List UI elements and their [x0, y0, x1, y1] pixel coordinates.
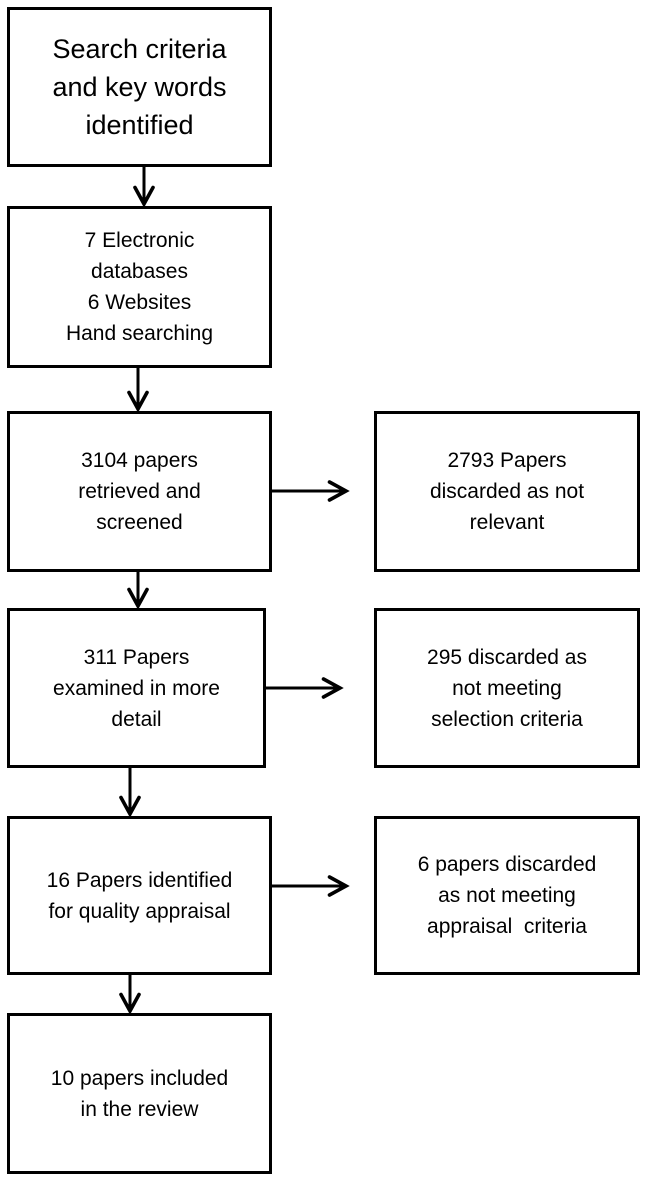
step2-line-4: Hand searching — [65, 322, 214, 345]
ex1-line-1: 2793 Papers — [447, 449, 567, 472]
step2-line-1: 7 Electronic — [84, 229, 195, 252]
ex3-line-2: as not meeting — [438, 884, 576, 907]
step3-line-2: retrieved and — [78, 480, 201, 503]
ex3-line-1: 6 papers discarded — [417, 853, 597, 876]
step2-line-3: 6 Websites — [87, 291, 192, 314]
ex1-line-2: discarded as not — [429, 480, 585, 503]
step4-line-3: detail — [111, 707, 162, 731]
step4-line-2: examined in more — [53, 676, 220, 700]
step4-examined-box: 311 Papers examined in more detail — [7, 608, 266, 768]
step6-line-2: in the review — [80, 1097, 199, 1121]
ex2-line-1: 295 discarded as — [427, 645, 587, 669]
ex2-line-3: selection criteria — [431, 707, 583, 731]
step1-line-3: identified — [85, 110, 194, 140]
step3-line-1: 3104 papers — [81, 449, 198, 472]
step4-line-1: 311 Papers — [83, 645, 190, 669]
step1-search-criteria-box: Search criteria and key words identified — [7, 7, 272, 167]
ex3-line-3: appraisal criteria — [427, 915, 587, 938]
step1-line-1: Search criteria — [52, 34, 227, 64]
step3-line-3: screened — [96, 511, 183, 534]
ex1-line-3: relevant — [469, 511, 545, 534]
step3-retrieved-box: 3104 papers retrieved and screened — [7, 411, 272, 572]
step2-sources-box: 7 Electronic databases 6 Websites Hand s… — [7, 206, 272, 368]
ex2-line-2: not meeting — [452, 676, 562, 700]
step1-line-2: and key words — [52, 72, 227, 102]
step2-line-2: databases — [91, 260, 188, 283]
step5-quality-appraisal-box: 16 Papers identified for quality apprais… — [7, 816, 272, 975]
step6-line-1: 10 papers included — [50, 1066, 229, 1090]
step6-included-box: 10 papers included in the review — [7, 1013, 272, 1174]
step5-line-2: for quality appraisal — [48, 899, 231, 923]
excluded1-not-relevant-box: 2793 Papers discarded as not relevant — [374, 411, 640, 572]
step5-line-1: 16 Papers identified — [46, 868, 233, 892]
excluded2-selection-criteria-box: 295 discarded as not meeting selection c… — [374, 608, 640, 768]
excluded3-appraisal-criteria-box: 6 papers discarded as not meeting apprai… — [374, 816, 640, 975]
